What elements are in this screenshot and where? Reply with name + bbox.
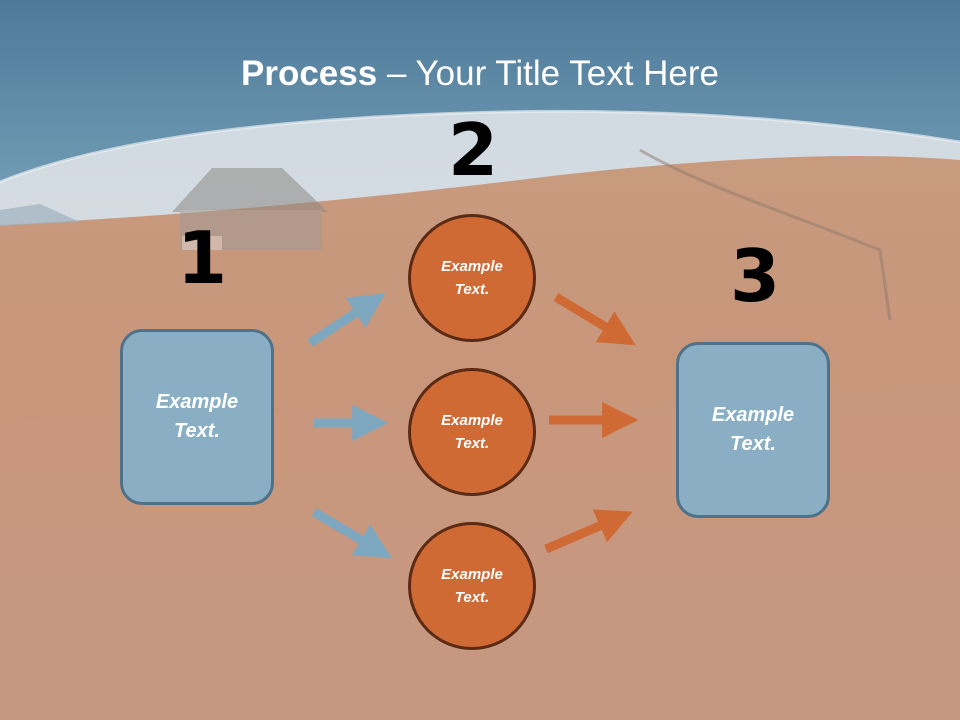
title-bold: Process	[241, 54, 378, 93]
circle-middle: Example Text.	[408, 368, 536, 496]
arrow-from-circle-bottom	[544, 509, 633, 554]
arrow-from-circle-top	[553, 293, 636, 346]
right-box: Example Text.	[676, 342, 830, 518]
circle-top: Example Text.	[408, 214, 536, 342]
right-box-label: Example Text.	[711, 404, 795, 455]
left-box: Example Text.	[120, 329, 274, 505]
title-rest: – Your Title Text Here	[377, 54, 719, 93]
circle-middle-label: Example Text.	[441, 412, 503, 452]
left-box-label: Example Text.	[155, 391, 239, 442]
step-number-3: 3	[730, 234, 781, 318]
circle-bottom-label: Example Text.	[441, 566, 503, 606]
arrow-to-circle-bottom	[311, 508, 392, 559]
arrow-to-circle-top	[307, 293, 386, 347]
step-number-2: 2	[448, 108, 499, 192]
circle-top-label: Example Text.	[441, 258, 503, 298]
circle-bottom: Example Text.	[408, 522, 536, 650]
slide-title: Process – Your Title Text Here	[0, 52, 960, 96]
step-number-1: 1	[177, 216, 228, 300]
